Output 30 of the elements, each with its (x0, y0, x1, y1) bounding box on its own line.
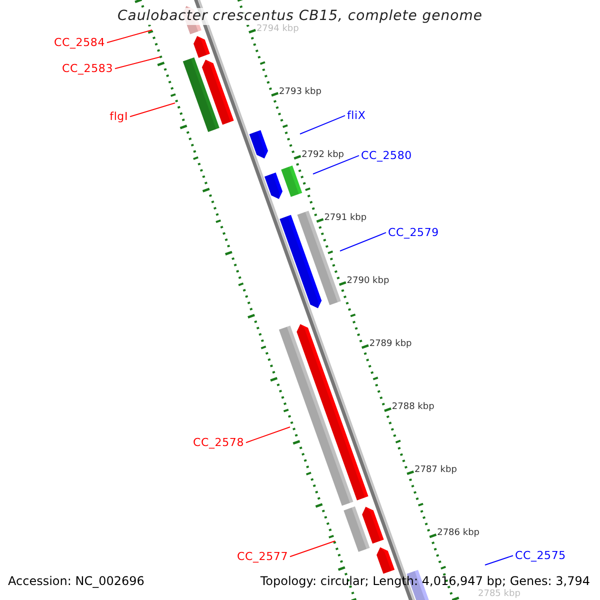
leader-line (340, 232, 386, 252)
tick-label: 2788 kbp (392, 402, 434, 413)
tick-label: 2787 kbp (414, 464, 457, 476)
tick-label: 2794 kbp (256, 24, 299, 34)
tick-label: 2790 kbp (346, 276, 390, 287)
leader-line (106, 30, 152, 44)
leader-line (114, 56, 160, 70)
gene-label: CC_2583 (62, 62, 113, 76)
leader-line (484, 555, 514, 566)
leader-line (300, 115, 346, 134)
tick-label: 2786 kbp (437, 528, 480, 539)
genome-stats-text: Topology: circular; Length: 4,016,947 bp; Genes: 3,794 (260, 574, 590, 588)
tick-label: 2791 kbp (324, 212, 367, 224)
tick-label: 2789 kbp (369, 338, 412, 350)
gene-label: CC_2575 (515, 549, 566, 562)
gene-label: CC_2580 (361, 149, 412, 162)
leader-line (312, 155, 360, 174)
gene-label: CC_2577 (237, 550, 288, 564)
gene-label: CC_2579 (388, 226, 439, 240)
gene-label: CC_2584 (54, 36, 105, 50)
accession-text: Accession: NC_002696 (8, 574, 144, 588)
gene-label: flgI (110, 110, 128, 124)
tick-label: 2785 kbp (478, 589, 520, 600)
gene-label: fliX (347, 109, 366, 122)
leader-line (290, 540, 336, 558)
leader-line (130, 102, 176, 118)
tick-label: 2793 kbp (279, 86, 322, 98)
leader-line (246, 426, 290, 444)
tick-label: 2792 kbp (302, 150, 344, 161)
gene-label: CC_2578 (193, 436, 244, 450)
